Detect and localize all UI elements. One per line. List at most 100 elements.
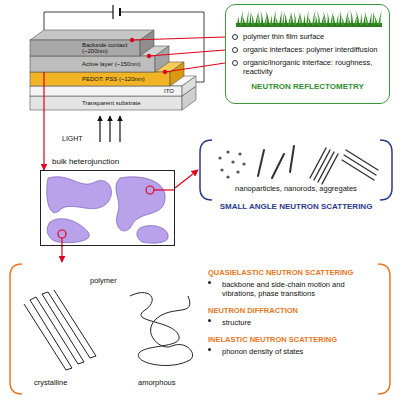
grass-blade <box>372 11 374 25</box>
grass-blade <box>249 13 251 25</box>
light-arrow <box>119 116 120 142</box>
domain-blob <box>47 177 112 213</box>
substrate-front <box>30 96 182 110</box>
pedot-side <box>170 62 184 86</box>
grass-blade <box>258 12 261 25</box>
node-text: structure <box>222 318 372 327</box>
grass-blade <box>315 15 317 25</box>
grass-blade <box>336 13 338 25</box>
bullet-mark <box>208 319 211 322</box>
particle <box>242 162 245 165</box>
bullet-row: organic interfaces: polymer interdiffusi… <box>232 45 383 54</box>
node-text: QUASIELASTIC NEUTRON SCATTERING <box>208 268 386 278</box>
grass-blade <box>250 11 254 25</box>
particle <box>231 160 234 163</box>
grass-blade <box>340 15 344 25</box>
technique-box: nanoparticles, nanorods, aggregatesSMALL… <box>198 138 394 222</box>
particle <box>218 156 221 159</box>
grass-blade <box>327 12 329 25</box>
node-text: crystalline <box>34 378 67 387</box>
grass-blade <box>241 14 245 25</box>
layer-slab: Transparent substrate <box>30 96 182 110</box>
connector <box>132 37 225 40</box>
connector <box>61 246 62 262</box>
nanorods-picture <box>258 146 294 178</box>
rod <box>290 146 294 172</box>
node-text: polymer thin film surface <box>243 32 324 41</box>
node-text: ITO <box>164 88 174 94</box>
node-text: INELASTIC NEUTRON SCATTERING <box>208 335 386 345</box>
grass-blade <box>312 10 315 25</box>
bullet-row: structure <box>208 316 386 327</box>
grass-blade <box>331 11 335 25</box>
grass-blade <box>378 10 382 25</box>
probe-circle <box>146 186 154 194</box>
leader-line <box>154 189 175 190</box>
grass-blade <box>373 14 377 25</box>
connector-dot <box>147 54 151 58</box>
particle <box>238 152 241 155</box>
node-text: phonon density of states <box>222 347 372 356</box>
particle <box>226 150 229 153</box>
grass-blade <box>270 15 272 25</box>
grass-blade <box>330 12 333 25</box>
domain-blob <box>137 226 168 244</box>
node-text: Transparent substrate <box>82 100 140 106</box>
rod <box>258 150 264 176</box>
active-side <box>155 46 169 72</box>
bullet-mark <box>208 281 211 284</box>
grass-blade <box>279 10 282 25</box>
aggregate-rod <box>322 154 338 184</box>
probe-circle <box>58 230 66 238</box>
layer-slab: Active layer (~150nm) <box>30 56 155 72</box>
node-text: PEDOT: PSS (~120nm) <box>82 76 145 82</box>
contact-side <box>140 30 154 56</box>
bullet-mark <box>232 47 238 53</box>
node-text: NEUTRON DIFFRACTION <box>208 306 386 316</box>
battery-plate <box>119 8 121 16</box>
connector <box>43 72 44 170</box>
grass-blade <box>298 11 302 25</box>
grass-blade <box>317 10 320 25</box>
grass-blade <box>360 13 362 25</box>
grass-blade <box>323 11 326 25</box>
grass-blade <box>307 16 311 25</box>
aggregates-picture <box>310 148 378 184</box>
grass-blade <box>274 15 278 25</box>
bullet-mark <box>232 34 238 40</box>
grass-blade <box>303 14 305 25</box>
bullet-row: phonon density of states <box>208 345 386 356</box>
node-text: amorphous <box>138 378 176 387</box>
grass-blade <box>265 10 269 25</box>
light-label: LIGHT <box>62 134 83 143</box>
connector-dot <box>163 70 167 74</box>
crystalline-chain <box>24 290 96 370</box>
grass-blade <box>284 11 288 25</box>
rod <box>272 154 284 178</box>
node-text: Active layer (~150nm) <box>82 61 141 67</box>
amorphous-chain <box>130 293 193 366</box>
battery-plate <box>112 5 113 19</box>
layer-slab: Backside contact (~200nm) <box>30 40 140 56</box>
connector-dot <box>130 38 134 42</box>
domain-blob <box>116 177 165 231</box>
node-text: backbone and side-chain motion and vibra… <box>222 280 372 298</box>
particle <box>236 170 239 173</box>
grass-blade <box>290 12 293 25</box>
nanoparticles-picture <box>218 150 245 178</box>
domain-blob <box>47 219 89 243</box>
node-text: organic/inorganic interface: roughness, … <box>243 58 383 76</box>
grass-blade <box>261 11 264 25</box>
heterojunction-outline <box>40 170 175 246</box>
aggregate-rod <box>342 160 374 180</box>
grass-blade <box>237 16 239 25</box>
pedot-front <box>30 72 170 86</box>
node-text: organic interfaces: polymer interdiffusi… <box>243 45 378 54</box>
heterojunction-box: bulk heterojunction <box>40 156 175 247</box>
grass-blade <box>345 10 349 25</box>
grass-blade <box>363 11 366 25</box>
ito-front <box>30 86 182 96</box>
bullet-row: organic/inorganic interface: roughness, … <box>232 58 383 76</box>
grass-blade <box>364 12 368 25</box>
